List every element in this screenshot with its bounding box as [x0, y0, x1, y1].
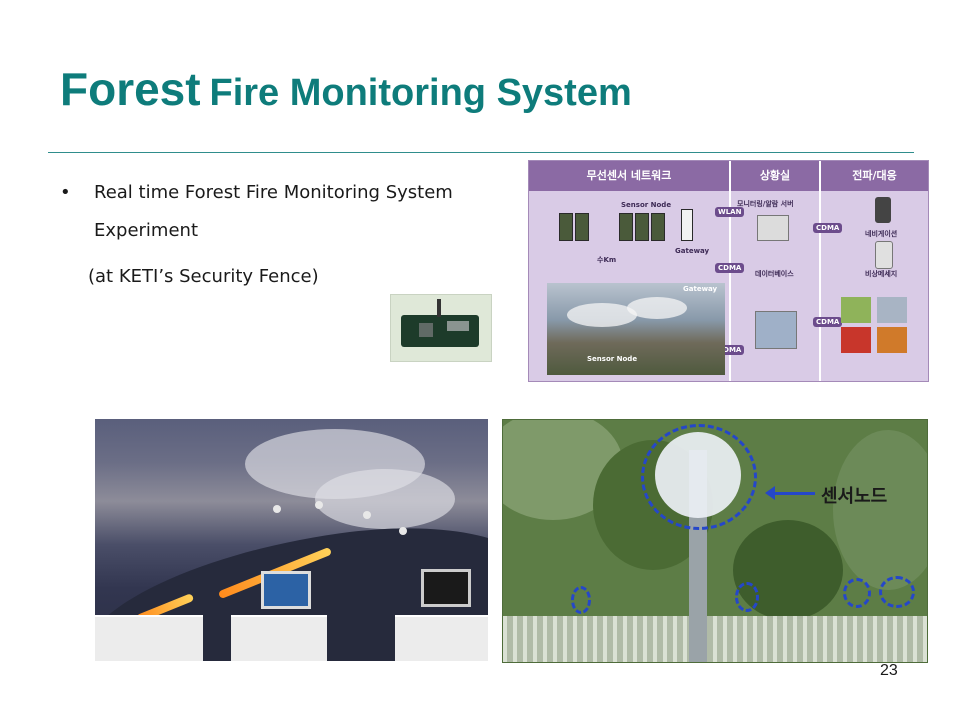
page-number: 23	[880, 662, 898, 679]
slide-title: Forest Fire Monitoring System	[60, 62, 632, 116]
title-divider	[48, 152, 914, 153]
diagram-label-emergency: 비상메세지	[865, 270, 898, 278]
smoke-shape	[627, 297, 687, 319]
chip-shape	[419, 323, 433, 337]
helicopter-icon	[841, 297, 871, 323]
display-stand	[231, 615, 327, 661]
diagram-label-database: 데이터베이스	[755, 270, 794, 278]
sensor-node-dot	[315, 501, 323, 509]
diagram-header-spread: 전파/대응	[821, 161, 928, 191]
arrowhead-icon	[765, 486, 775, 500]
computer-icon	[757, 215, 789, 241]
title-word-forest: Forest	[60, 63, 201, 115]
sensor-node-dot	[363, 511, 371, 519]
annotation-circle	[843, 578, 871, 608]
sensor-node-icon	[619, 213, 633, 241]
smoke-shape	[315, 469, 455, 529]
fence-shape	[503, 616, 927, 662]
diagram-label-navigation: 네비게이션	[865, 230, 898, 238]
annotation-circle	[735, 582, 759, 612]
diagram-header-wsn: 무선센서 네트워크	[529, 161, 729, 191]
sub-bullet-text: (at KETI’s Security Fence)	[88, 266, 319, 287]
sensor-node-icon	[559, 213, 573, 241]
sensor-node-dot	[399, 527, 407, 535]
diagram-label-gateway: Gateway	[675, 247, 710, 255]
antenna-shape	[437, 299, 441, 317]
network-diagram: 무선센서 네트워크 상황실 전파/대응 Sensor Node Gateway …	[528, 160, 929, 382]
scene-label-gateway: Gateway	[683, 285, 718, 293]
chip-shape	[447, 321, 469, 331]
sensor-node-icon	[575, 213, 589, 241]
annotation-circle	[571, 586, 591, 614]
scene-label-sensor-node: Sensor Node	[587, 355, 638, 363]
forest-scene: Gateway Sensor Node	[547, 283, 725, 375]
phone-icon	[875, 197, 891, 223]
diagram-label-sensor-node: Sensor Node	[621, 201, 672, 209]
display-stand	[395, 615, 488, 661]
fire-truck-icon	[841, 327, 871, 353]
smoke-shape	[567, 303, 637, 327]
sensor-node-icon	[651, 213, 665, 241]
fire-crew-icon	[877, 327, 907, 353]
diagram-header-control: 상황실	[731, 161, 819, 191]
arrow-icon	[771, 492, 815, 495]
diagram-tag-cdma: CDMA	[813, 223, 843, 233]
diagram-tag-wlan: WLAN	[715, 207, 745, 217]
annotation-circle	[641, 424, 757, 530]
pcb-shape	[401, 315, 479, 347]
tree-shape	[833, 430, 927, 590]
title-rest: Fire Monitoring System	[209, 72, 632, 114]
annotation-circle	[879, 576, 915, 608]
monitor-shape	[421, 569, 471, 607]
monitor-shape	[261, 571, 311, 609]
sensor-board-photo	[390, 294, 492, 362]
sensor-node-label: 센서노드	[821, 486, 888, 507]
diagram-label-distance: 수Km	[597, 256, 617, 264]
sensor-node-dot	[273, 505, 281, 513]
operator-icon	[755, 311, 797, 349]
diagram-label-server: 모니터링/알람 서버	[737, 200, 794, 208]
diagram-separator	[819, 161, 821, 381]
diagram-tag-cdma: CDMA	[813, 317, 843, 327]
firefighter-icon	[877, 297, 907, 323]
phone-icon	[875, 241, 893, 269]
gateway-icon	[681, 209, 693, 241]
exhibit-photo	[95, 419, 488, 661]
diagram-tag-cdma: CDMA	[715, 263, 745, 273]
diagram-tag-cdma: CDMA	[715, 345, 745, 355]
display-stand	[95, 615, 203, 661]
fence-photo: 센서노드	[502, 419, 928, 663]
bullet-text: Real time Forest Fire Monitoring System …	[94, 182, 453, 241]
sensor-node-icon	[635, 213, 649, 241]
bullet-icon: •	[60, 182, 71, 203]
